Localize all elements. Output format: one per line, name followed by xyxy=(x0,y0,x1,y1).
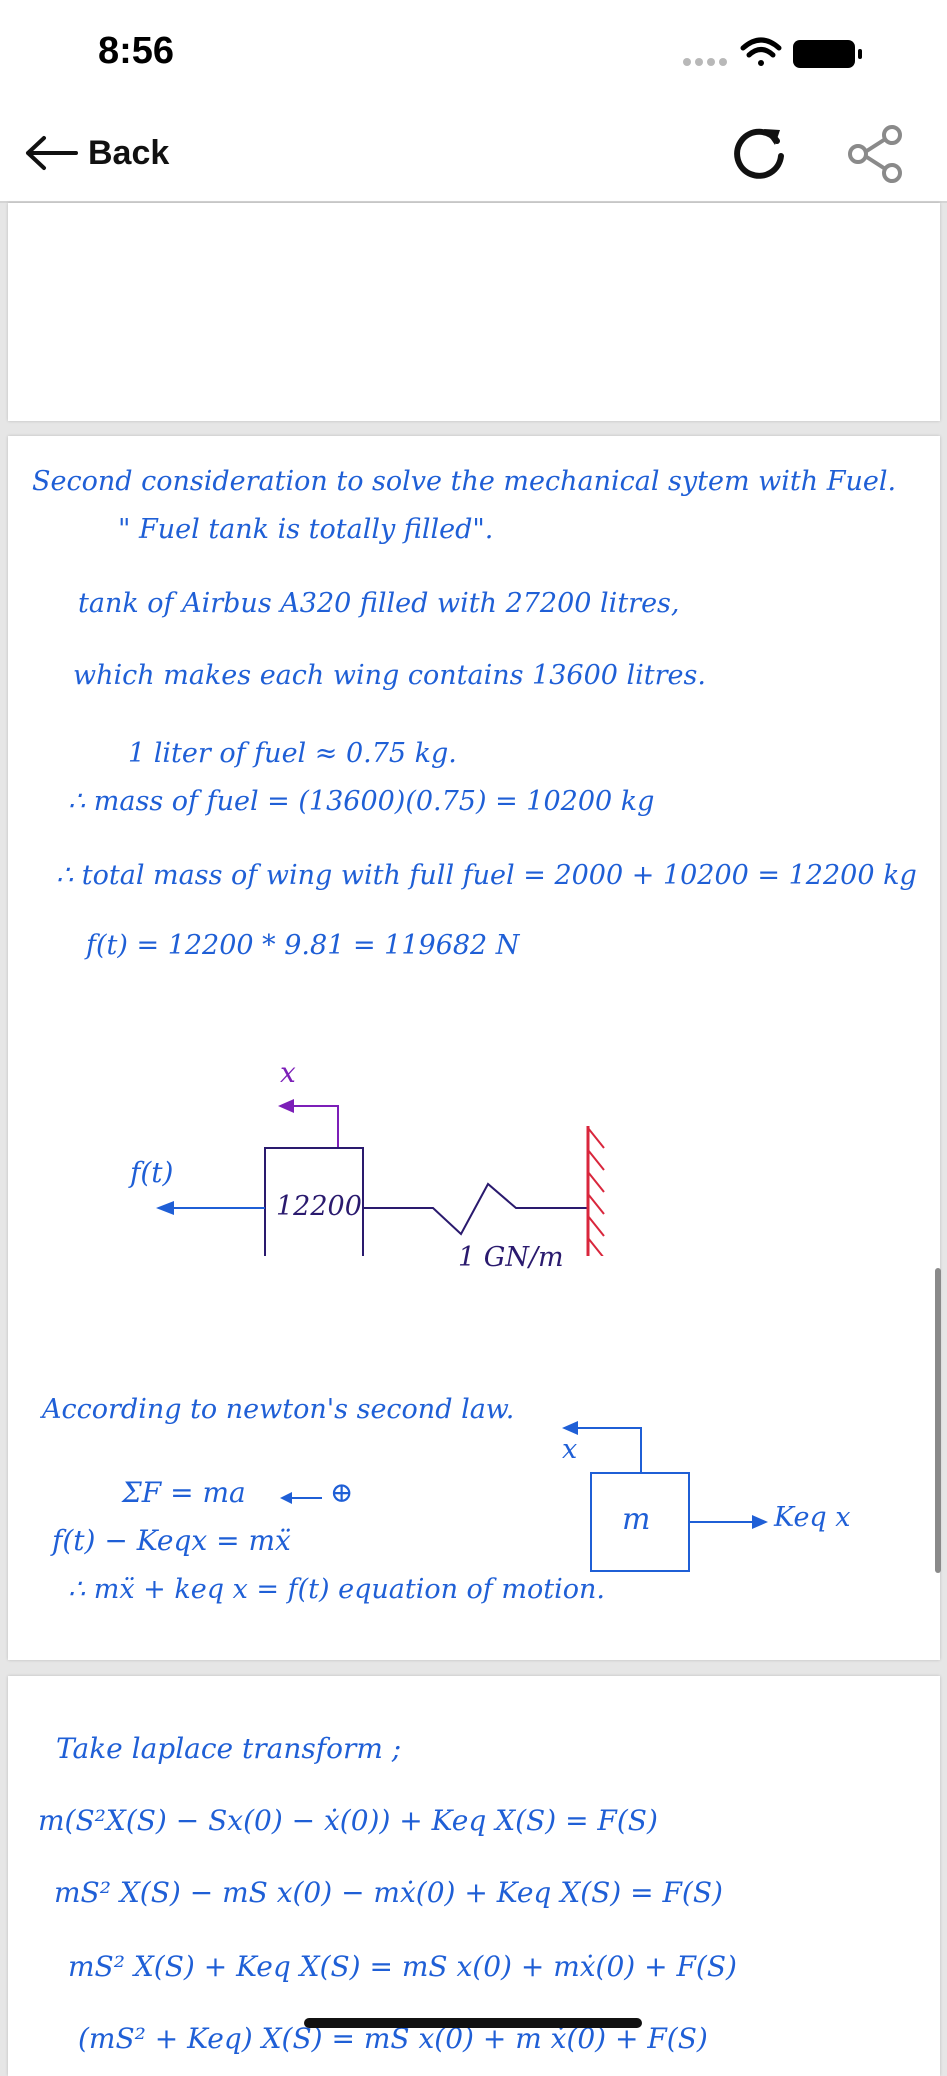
scroll-indicator[interactable] xyxy=(935,1268,941,1573)
spring xyxy=(363,1182,588,1236)
mass-label: m xyxy=(622,1502,651,1537)
equation-of-motion: ∴ mẍ + keq x = f(t) equation of motion. xyxy=(68,1574,605,1605)
page-3: Take laplace transform ; m(S²X(S) − Sx(0… xyxy=(8,1676,940,2076)
equation: mS² X(S) + Keq X(S) = mS x(0) + mẋ(0) + … xyxy=(68,1950,737,1983)
note-line: tank of Airbus A320 filled with 27200 li… xyxy=(78,588,680,619)
equation: ΣF = ma xyxy=(122,1476,246,1509)
back-arrow-icon xyxy=(26,136,78,170)
x-label: x xyxy=(562,1434,578,1465)
status-time: 8:56 xyxy=(98,30,175,72)
positive-direction-arrow xyxy=(280,1492,322,1504)
battery-icon xyxy=(793,40,862,68)
back-button[interactable]: Back xyxy=(24,127,169,179)
equation: mS² X(S) − mS x(0) − mẋ(0) + Keq X(S) = … xyxy=(54,1876,723,1909)
note-line: " Fuel tank is totally filled". xyxy=(118,514,494,545)
spring-label: 1 GN/m xyxy=(458,1242,564,1273)
back-label: Back xyxy=(88,133,170,172)
status-bar: 8:56 xyxy=(0,0,947,105)
note-line: ∴ total mass of wing with full fuel = 20… xyxy=(56,860,917,891)
newton-title: According to newton's second law. xyxy=(42,1394,515,1425)
page-2: Second consideration to solve the mechan… xyxy=(8,436,940,1660)
force-label: f(t) xyxy=(130,1156,174,1189)
plus-sign: ⊕ xyxy=(330,1476,354,1509)
note-line: which makes each wing contains 13600 lit… xyxy=(73,660,706,691)
wifi-icon xyxy=(740,37,782,66)
signal-dots-icon xyxy=(683,58,727,66)
note-line: Take laplace transform ; xyxy=(56,1732,402,1765)
free-body-diagram xyxy=(562,1421,768,1572)
equation: f(t) − Keqx = mẍ xyxy=(52,1524,291,1557)
reload-icon[interactable] xyxy=(728,123,790,185)
mass-label: 12200 xyxy=(276,1191,362,1222)
equation: m(S²X(S) − Sx(0) − ẋ(0)) + Keq X(S) = F(… xyxy=(38,1804,658,1837)
note-line: Second consideration to solve the mechan… xyxy=(32,466,897,497)
note-line: 1 liter of fuel ≈ 0.75 kg. xyxy=(128,738,457,769)
note-line: f(t) = 12200 * 9.81 = 119682 N xyxy=(86,930,520,961)
status-icons xyxy=(683,37,862,68)
nav-bar: Back xyxy=(0,105,947,203)
note-line: ∴ mass of fuel = (13600)(0.75) = 10200 k… xyxy=(68,786,655,817)
page-1 xyxy=(8,203,940,421)
home-indicator xyxy=(304,2018,642,2028)
mass-spring-diagram xyxy=(156,1099,605,1256)
force-label: Keq x xyxy=(774,1502,851,1533)
share-icon[interactable] xyxy=(844,123,906,185)
mass-block xyxy=(264,1147,364,1256)
x-label: x xyxy=(280,1056,296,1089)
